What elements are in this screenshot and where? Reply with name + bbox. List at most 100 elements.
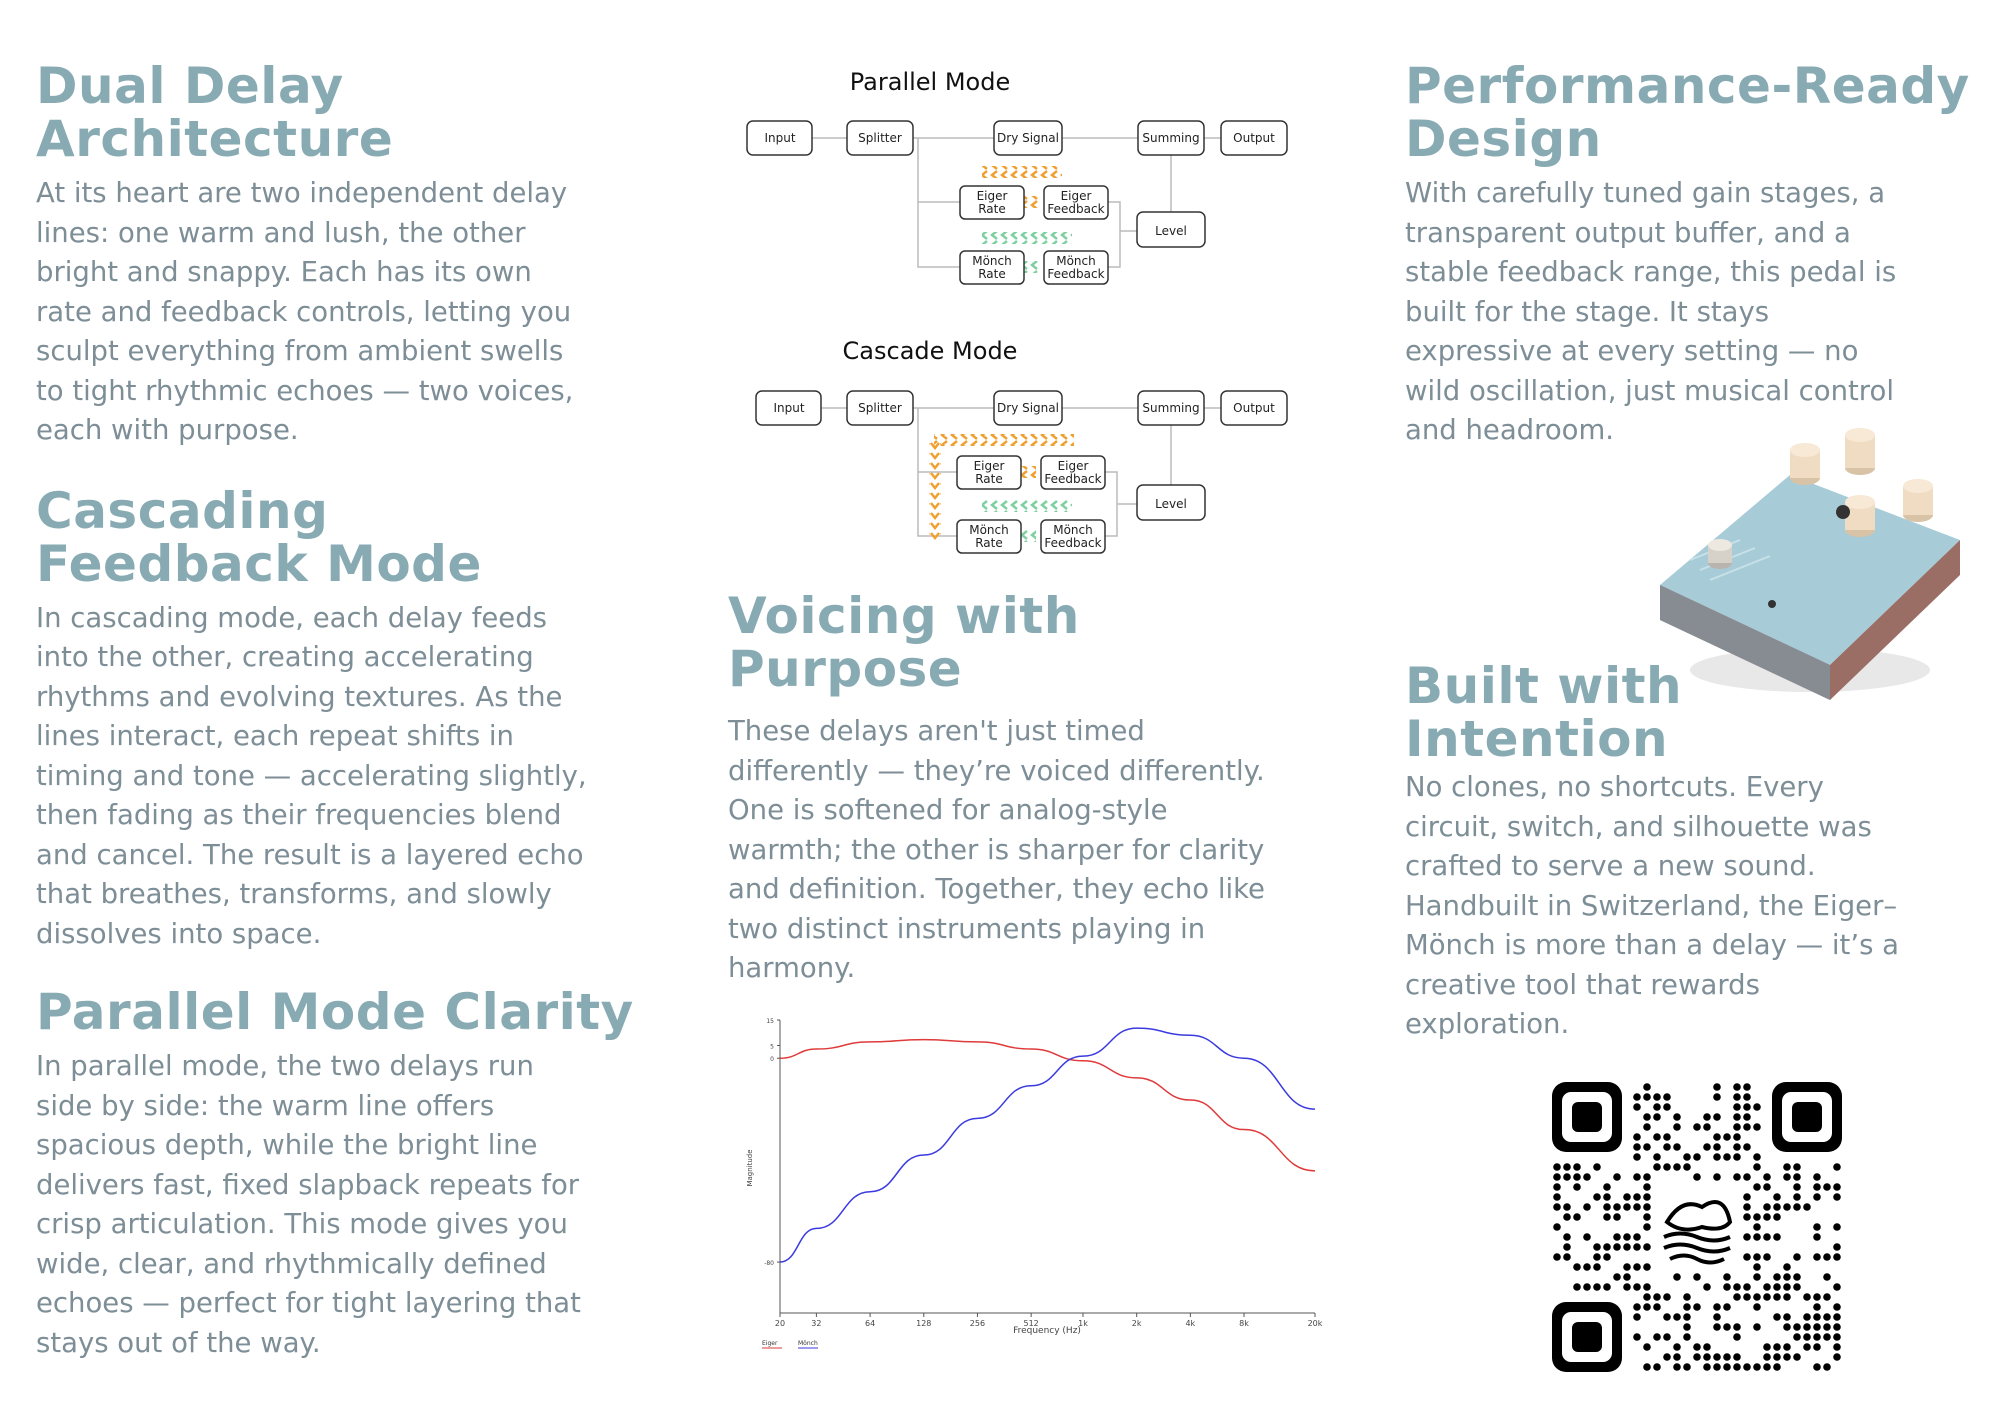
- qr-module: [1743, 1113, 1751, 1121]
- qr-module: [1653, 1153, 1661, 1161]
- qr-module: [1753, 1363, 1761, 1371]
- qr-module: [1713, 1083, 1721, 1091]
- qr-module: [1713, 1113, 1721, 1121]
- qr-module: [1763, 1183, 1771, 1191]
- qr-module: [1753, 1233, 1761, 1241]
- qr-module: [1623, 1263, 1631, 1271]
- qr-logo-icon: [1652, 1182, 1742, 1272]
- qr-module: [1833, 1313, 1841, 1321]
- qr-module: [1573, 1163, 1581, 1171]
- qr-module: [1563, 1253, 1571, 1261]
- qr-module: [1753, 1213, 1761, 1221]
- qr-module: [1793, 1253, 1801, 1261]
- qr-module: [1743, 1093, 1751, 1101]
- heading-performance: Performance-Ready Design: [1405, 57, 1970, 168]
- qr-module: [1813, 1343, 1821, 1351]
- qr-module: [1773, 1313, 1781, 1321]
- qr-module: [1753, 1183, 1761, 1191]
- qr-module: [1633, 1103, 1641, 1111]
- qr-module: [1623, 1203, 1631, 1211]
- svg-text:Feedback: Feedback: [1047, 202, 1104, 216]
- qr-module: [1823, 1313, 1831, 1321]
- node-output: Output: [1233, 131, 1275, 145]
- qr-module: [1813, 1193, 1821, 1201]
- qr-module: [1723, 1283, 1731, 1291]
- qr-module: [1773, 1363, 1781, 1371]
- heading-dual-delay: Dual Delay Architecture: [36, 57, 394, 168]
- heading-parallel-clarity: Parallel Mode Clarity: [36, 983, 634, 1041]
- qr-module: [1753, 1323, 1761, 1331]
- chart-ytick-label: 5: [770, 1043, 774, 1050]
- qr-module: [1763, 1293, 1771, 1301]
- qr-module: [1793, 1353, 1801, 1361]
- node-summing: Summing: [1142, 401, 1199, 415]
- qr-module: [1563, 1233, 1571, 1241]
- qr-module: [1813, 1323, 1821, 1331]
- qr-module: [1693, 1353, 1701, 1361]
- qr-module: [1783, 1263, 1791, 1271]
- qr-module: [1623, 1273, 1631, 1281]
- qr-module: [1713, 1323, 1721, 1331]
- qr-module: [1593, 1163, 1601, 1171]
- qr-module: [1583, 1263, 1591, 1271]
- qr-module: [1743, 1233, 1751, 1241]
- qr-module: [1553, 1223, 1561, 1231]
- qr-module: [1653, 1133, 1661, 1141]
- qr-module: [1783, 1293, 1791, 1301]
- qr-module: [1833, 1303, 1841, 1311]
- qr-module: [1783, 1343, 1791, 1351]
- qr-module: [1603, 1193, 1611, 1201]
- qr-module: [1763, 1233, 1771, 1241]
- qr-module: [1823, 1363, 1831, 1371]
- qr-module: [1643, 1093, 1651, 1101]
- qr-module: [1643, 1343, 1651, 1351]
- qr-module: [1693, 1173, 1701, 1181]
- qr-module: [1703, 1123, 1711, 1131]
- qr-module: [1833, 1343, 1841, 1351]
- qr-module: [1553, 1163, 1561, 1171]
- signal-flow-diagrams: Input Splitter Dry Signal Summing Output…: [746, 120, 1288, 554]
- qr-module: [1753, 1263, 1761, 1271]
- qr-module: [1743, 1213, 1751, 1221]
- qr-module: [1743, 1293, 1751, 1301]
- left-column: Dual Delay Architecture At its heart are…: [36, 60, 636, 1363]
- qr-module: [1713, 1143, 1721, 1151]
- qr-module: [1733, 1173, 1741, 1181]
- qr-module: [1603, 1283, 1611, 1291]
- qr-module: [1803, 1333, 1811, 1341]
- chart-xtick-label: 20: [775, 1319, 785, 1328]
- qr-module: [1653, 1163, 1661, 1171]
- qr-module: [1783, 1323, 1791, 1331]
- qr-module: [1713, 1303, 1721, 1311]
- qr-module: [1633, 1193, 1641, 1201]
- qr-module: [1833, 1183, 1841, 1191]
- qr-module: [1563, 1243, 1571, 1251]
- qr-module: [1713, 1363, 1721, 1371]
- qr-module: [1803, 1313, 1811, 1321]
- qr-module: [1733, 1083, 1741, 1091]
- node-eiger-feedback: Eiger: [1061, 189, 1092, 203]
- qr-module: [1603, 1243, 1611, 1251]
- qr-module: [1643, 1363, 1651, 1371]
- qr-module: [1733, 1133, 1741, 1141]
- qr-module: [1643, 1193, 1651, 1201]
- qr-module: [1593, 1263, 1601, 1271]
- heading-cascading: Cascading Feedback Mode: [36, 481, 482, 593]
- qr-module: [1613, 1233, 1621, 1241]
- qr-module: [1773, 1203, 1781, 1211]
- chart-xtick-label: 4k: [1185, 1319, 1195, 1328]
- guitar-pedal-image: [1660, 428, 1960, 700]
- qr-module: [1823, 1183, 1831, 1191]
- qr-module: [1703, 1353, 1711, 1361]
- qr-module: [1703, 1363, 1711, 1371]
- qr-module: [1783, 1313, 1791, 1321]
- qr-module: [1633, 1283, 1641, 1291]
- qr-module: [1623, 1283, 1631, 1291]
- qr-module: [1663, 1353, 1671, 1361]
- qr-module: [1793, 1163, 1801, 1171]
- qr-module: [1773, 1273, 1781, 1281]
- qr-module: [1643, 1283, 1651, 1291]
- qr-module: [1813, 1333, 1821, 1341]
- qr-module: [1663, 1333, 1671, 1341]
- qr-module: [1813, 1303, 1821, 1311]
